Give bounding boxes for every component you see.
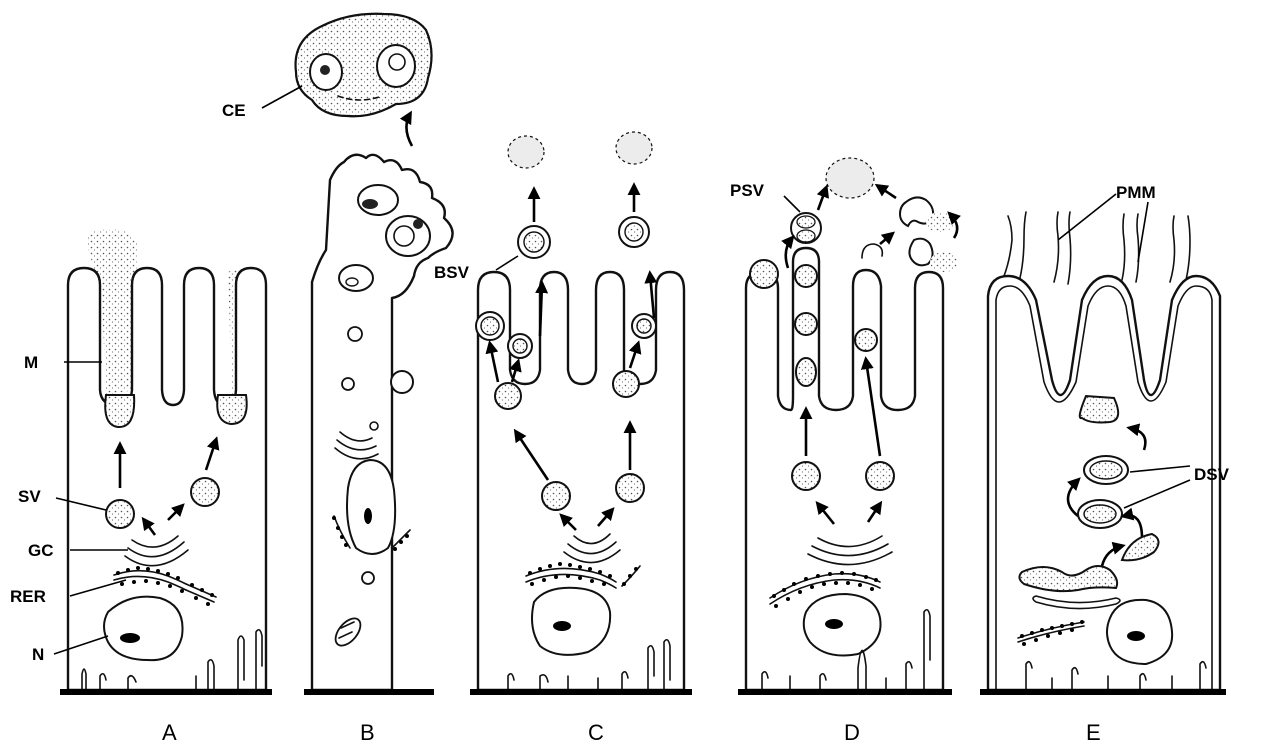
nucleolus-a <box>120 633 140 643</box>
label-gc: GC <box>28 541 54 560</box>
bsv-c3-core <box>481 317 499 335</box>
panel-label-a: A <box>162 720 177 745</box>
small-vacuole-b1 <box>348 327 362 341</box>
arrow-d-left <box>786 238 792 268</box>
arrow-d-open <box>880 234 892 244</box>
psv-d2 <box>795 265 817 287</box>
cell-d <box>738 158 958 692</box>
small-vacuole-b4 <box>370 422 378 430</box>
psv-d-top-core2 <box>797 230 815 242</box>
nucleus-a <box>104 597 183 661</box>
arrow-c4 <box>630 344 638 368</box>
panel-label-e: E <box>1086 720 1101 745</box>
nucleus-b <box>347 460 395 554</box>
arrow-b-release <box>406 114 412 146</box>
released-secretion-c2 <box>616 132 652 164</box>
plasma-membrane-modifications <box>1004 212 1190 284</box>
cell-b-outline <box>312 155 453 690</box>
fusing-vesicle-e <box>1080 396 1118 423</box>
psv-d-top-core1 <box>797 216 815 228</box>
nucleolus-d <box>825 619 843 629</box>
bsv-c5 <box>495 383 521 409</box>
apical-vacuole-b1-core <box>362 199 378 209</box>
apical-vacuole-b2-core <box>394 226 414 246</box>
apical-vacuole-b3 <box>339 265 373 291</box>
arrow-c5 <box>650 274 654 318</box>
apical-vacuole-b2-dot <box>413 219 423 229</box>
psv-d4 <box>796 358 816 386</box>
released-secretion-d <box>826 158 874 198</box>
panel-label-b: B <box>360 720 375 745</box>
budding-vesicle-c1-core <box>524 232 544 252</box>
arrow-d-top2 <box>878 186 896 198</box>
apical-vesicle-a2 <box>217 395 246 424</box>
bsv-c6-core <box>637 319 651 333</box>
cell-a <box>60 230 272 692</box>
secretory-vesicle-a2 <box>191 478 219 506</box>
ce-vesicle-2-core <box>389 54 405 70</box>
label-bsv: BSV <box>434 263 470 282</box>
nucleolus-b <box>364 508 372 524</box>
panel-label-d: D <box>844 720 860 745</box>
small-vacuole-b2 <box>342 378 354 390</box>
psv-d-left <box>750 260 778 288</box>
label-m: M <box>24 353 38 372</box>
cell-e <box>980 212 1226 692</box>
cell-b <box>296 14 453 692</box>
nucleolus-c <box>553 621 571 631</box>
secretory-vesicle-d2 <box>866 462 894 490</box>
apical-vacuole-b3-core <box>346 278 358 286</box>
released-secretion-c1 <box>508 136 544 168</box>
dense-vesicle-e1-core <box>1090 461 1122 479</box>
bsv-c4-core <box>513 339 527 353</box>
budding-vesicle-c2-core <box>625 223 643 241</box>
ruptured-vesicle-d2 <box>909 239 932 266</box>
panel-label-c: C <box>588 720 604 745</box>
apical-vacuole-b1 <box>358 185 398 215</box>
cell-c <box>470 132 692 692</box>
secretory-vesicle-c2 <box>616 474 644 502</box>
label-sv: SV <box>18 487 41 506</box>
dense-vesicle-e2-core <box>1084 505 1116 523</box>
secretory-vesicle-a1 <box>106 500 134 528</box>
label-rer: RER <box>10 587 46 606</box>
secretory-vesicle-c1 <box>542 482 570 510</box>
secretory-vesicle-d1 <box>792 462 820 490</box>
label-dsv: DSV <box>1194 465 1230 484</box>
label-n: N <box>32 645 44 664</box>
nucleus-c <box>532 588 610 655</box>
label-ce: CE <box>222 101 246 120</box>
label-psv: PSV <box>730 181 765 200</box>
apical-vesicle-a1 <box>105 395 134 427</box>
vesicle-d-mid <box>855 329 877 351</box>
psv-d3 <box>795 313 817 335</box>
arrow-d-top <box>818 188 826 210</box>
small-vacuole-b3 <box>391 371 413 393</box>
label-pmm: PMM <box>1116 183 1156 202</box>
ce-vesicle-1-core <box>320 65 330 75</box>
open-vesicle-d <box>862 244 882 258</box>
nucleolus-e <box>1127 631 1145 641</box>
small-vacuole-b5 <box>362 572 374 584</box>
ruptured-secretion-d2 <box>930 252 958 272</box>
bsv-c7 <box>613 371 639 397</box>
